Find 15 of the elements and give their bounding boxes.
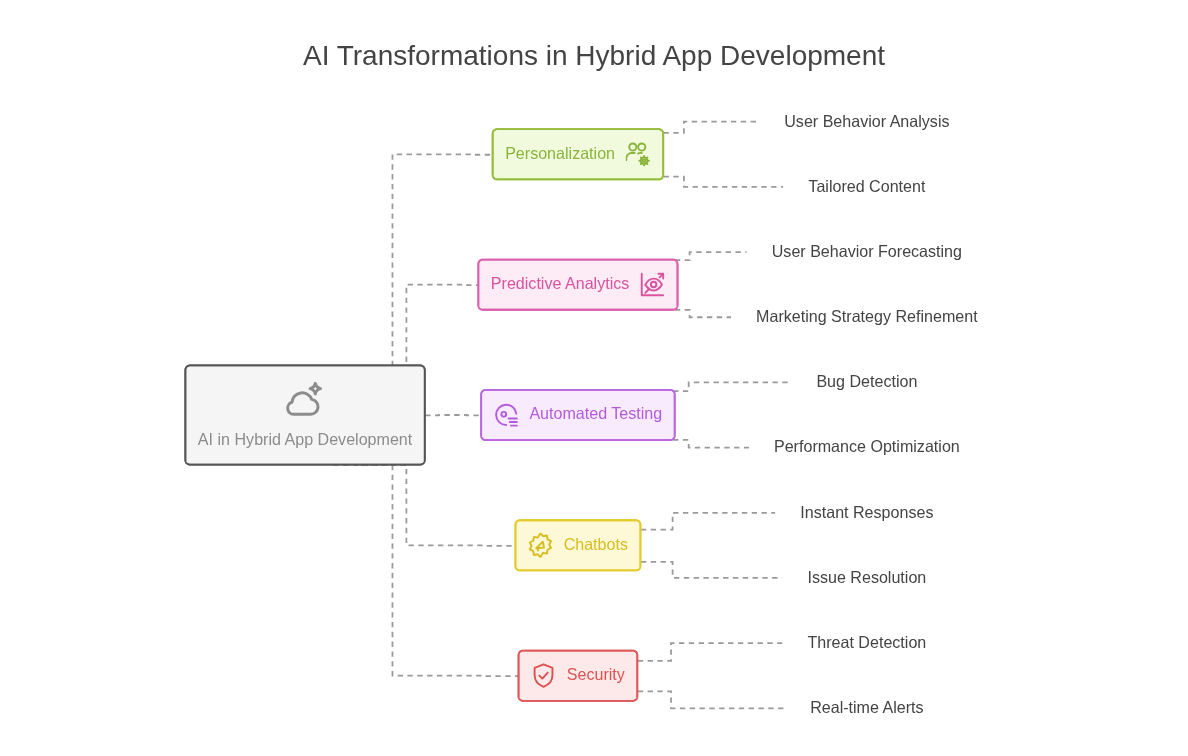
- node-text: Bug Detection: [816, 373, 918, 391]
- node-text: Issue Resolution: [807, 568, 927, 587]
- node-text: Marketing Strategy Refinement: [756, 307, 978, 326]
- node-text: User Behavior Forecasting: [771, 242, 962, 261]
- node-text: Tailored Content: [808, 177, 926, 196]
- connector: [674, 309, 732, 319]
- diagram-title: AI Transformations in Hybrid App Development: [302, 40, 886, 72]
- node-text: Real-time Alerts: [810, 698, 924, 717]
- connector: [640, 511, 777, 531]
- node-text: Performance Optimization: [773, 438, 960, 457]
- node-text: Instant Responses: [800, 503, 934, 522]
- connector: [672, 438, 750, 449]
- node-text: Threat Detection: [807, 633, 927, 652]
- connector: [662, 175, 785, 188]
- node-text: User Behavior Analysis: [784, 112, 950, 131]
